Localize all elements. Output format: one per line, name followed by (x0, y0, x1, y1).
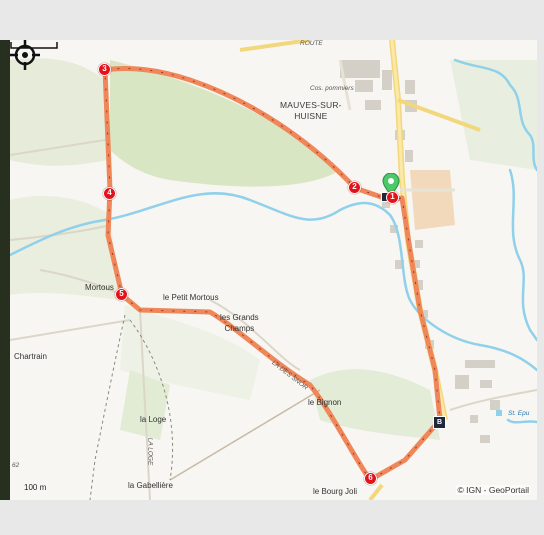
road-label-la-loge: LA LOGE (146, 437, 154, 466)
bottom-gray-bar (0, 500, 544, 535)
tracks (89, 314, 174, 500)
place-label-bignon: le Bignon (308, 398, 342, 407)
place-label-petit-mortous: le Petit Mortous (163, 293, 219, 302)
scale-label: 100 m (24, 483, 47, 492)
field-patch-ne (450, 60, 537, 170)
water-bodies (496, 410, 502, 416)
place-label-cos-pommiers: Cos. pommiers (310, 85, 354, 92)
waypoint-1[interactable]: 1 (386, 191, 399, 204)
map-canvas[interactable] (10, 40, 537, 500)
left-map-edge (0, 40, 10, 500)
waypoint-3[interactable]: 3 (98, 63, 111, 76)
field-patch-bignon (310, 369, 440, 440)
place-label-la-loge: la Loge (140, 415, 167, 424)
field-patch (10, 58, 108, 166)
scale-bar (10, 42, 58, 49)
place-label-bourg-joli: le Bourg Joli (313, 487, 358, 496)
map-edge-number: 62 (12, 462, 20, 469)
waypoint-5[interactable]: 5 (115, 288, 128, 301)
right-gray-bar (537, 40, 544, 500)
place-label-mortous: Mortous (85, 283, 114, 292)
forest-patch (110, 60, 340, 187)
waypoint-6[interactable]: 6 (364, 472, 377, 485)
top-gray-bar (0, 0, 544, 40)
place-label-grands-champs: les Grands Champs (220, 313, 259, 333)
route-line[interactable] (102, 66, 443, 483)
place-label-gabelliere: la Gabellière (128, 481, 173, 490)
place-label-mauves: MAUVES-SUR- HUISNE (280, 100, 342, 121)
rivers (10, 58, 537, 424)
end-marker-b[interactable]: B (433, 416, 446, 429)
map-view[interactable]: ROUTE Cos. pommiers MAUVES-SUR- HUISNE M… (10, 40, 537, 500)
start-pin-icon[interactable] (382, 173, 400, 197)
road-label-top: ROUTE (300, 40, 323, 47)
field-patch-mortous (120, 305, 260, 400)
waypoint-4[interactable]: 4 (103, 187, 116, 200)
residential-patch (410, 170, 455, 230)
compass-recenter-icon[interactable] (10, 40, 40, 70)
map-attribution: © IGN - GeoPortail (455, 485, 531, 495)
waypoint-2[interactable]: 2 (348, 181, 361, 194)
place-label-st-epu: St. Epu (508, 410, 530, 417)
place-label-chartrain: Chartrain (14, 352, 47, 361)
